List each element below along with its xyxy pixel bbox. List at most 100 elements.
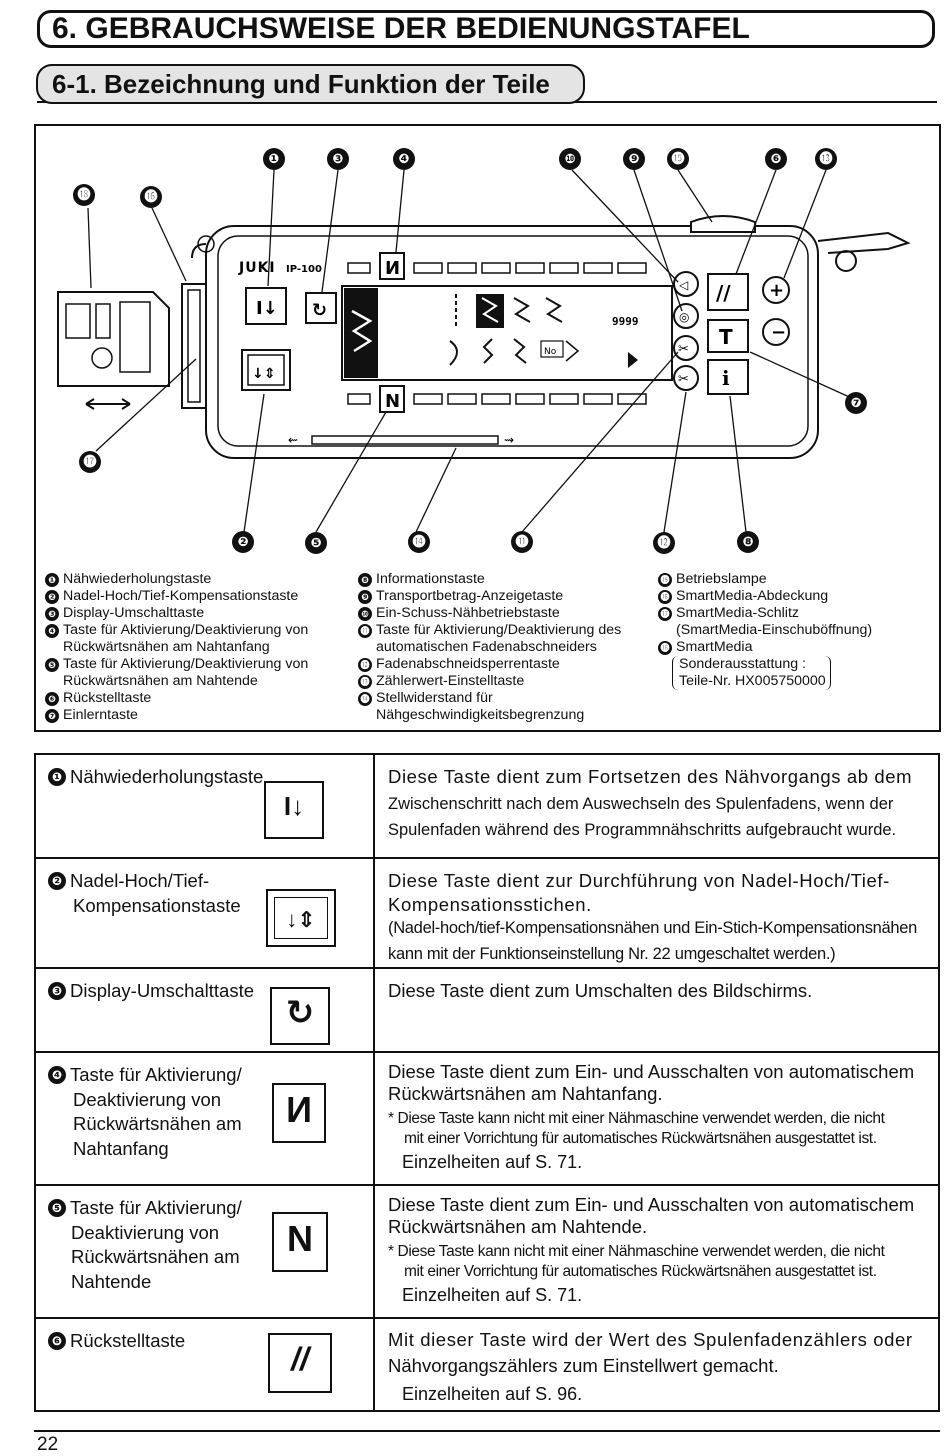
- svg-text:◎: ◎: [679, 310, 689, 324]
- row-main-text: Diese Taste dient zur Durchführung von N…: [388, 870, 890, 891]
- legend-item-cont: (SmartMedia-Einschuböffnung): [676, 622, 873, 638]
- screen-no-badge: No: [544, 347, 557, 357]
- row-page-ref: Einzelheiten auf S. 71.: [402, 1152, 583, 1172]
- callout-13: ⓭: [815, 148, 837, 170]
- svg-text:И: И: [385, 258, 400, 279]
- callout-14: ⓮: [408, 531, 430, 553]
- svg-text:i: i: [722, 366, 730, 390]
- callout-1: ❶: [263, 148, 285, 170]
- reverse-end-key-icon: N: [272, 1212, 328, 1272]
- resume-sewing-key-icon: I↓: [264, 781, 324, 839]
- legend-item-cont: automatischen Fadenabschneiders: [376, 639, 597, 655]
- callout-18: ⓲: [73, 184, 95, 206]
- row-note: mit einer Vorrichtung für automatisches …: [404, 1263, 877, 1280]
- legend-item-cont: Nähgeschwindigkeitsbegrenzung: [376, 707, 585, 723]
- svg-text:◁: ◁: [678, 278, 688, 292]
- svg-text:✂: ✂: [678, 372, 689, 387]
- page-number: 22: [37, 1434, 59, 1455]
- row-main-text: Nähvorgangszählers zum Einstellwert gema…: [388, 1355, 779, 1376]
- svg-text:T: T: [719, 325, 733, 349]
- row-main-text: Diese Taste dient zum Ein- und Ausschalt…: [388, 1061, 915, 1082]
- option-note: Sonderausstattung :: [679, 656, 806, 672]
- display-switch-key-icon: ↻: [270, 987, 330, 1045]
- row-page-ref: Einzelheiten auf S. 71.: [402, 1285, 583, 1305]
- reverse-start-key-icon: И: [272, 1083, 326, 1143]
- row-main-text: Kompensationsstichen.: [388, 894, 592, 915]
- callout-10: ❿: [559, 148, 581, 170]
- row-main-text: Diese Taste dient zum Ein- und Ausschalt…: [388, 1194, 915, 1215]
- svg-text:✂: ✂: [678, 342, 689, 357]
- row-main-text: Diese Taste dient zum Umschalten des Bil…: [388, 980, 813, 1001]
- chapter-title: 6. GEBRAUCHSWEISE DER BEDIENUNGSTAFEL: [37, 10, 935, 48]
- svg-text:+: +: [769, 280, 784, 301]
- row-note: * Diese Taste kann nicht mit einer Nähma…: [388, 1243, 885, 1260]
- screen-counter: 9999: [612, 315, 639, 328]
- svg-text:⇜: ⇜: [288, 433, 298, 447]
- callout-11: ⓫: [511, 531, 533, 553]
- callout-3: ❸: [327, 148, 349, 170]
- row-main-text: Rückwärtsnähen am Nahtende.: [388, 1216, 648, 1237]
- callout-7: ❼: [845, 392, 867, 414]
- legend-item-cont: Rückwärtsnähen am Nahtanfang: [63, 639, 270, 655]
- legend-item-cont: Rückwärtsnähen am Nahtende: [63, 673, 258, 689]
- callout-2: ❷: [232, 531, 254, 553]
- callout-6: ❻: [765, 148, 787, 170]
- panel-brand: JUKI: [238, 260, 276, 276]
- svg-text://: //: [716, 281, 731, 305]
- row-main-text: Mit dieser Taste wird der Wert des Spule…: [388, 1329, 913, 1350]
- row-main-text: Rückwärtsnähen am Nahtanfang.: [388, 1083, 663, 1104]
- panel-figure: JUKI IP-100 И N I↓ ↓⇕ ↻: [34, 124, 941, 732]
- svg-text:↻: ↻: [312, 300, 327, 321]
- callout-4: ❹: [393, 148, 415, 170]
- row-note: mit einer Vorrichtung für automatisches …: [404, 1130, 877, 1147]
- callout-16: ⓰: [140, 186, 162, 208]
- row-page-ref: Einzelheiten auf S. 96.: [402, 1384, 583, 1404]
- svg-text:I↓: I↓: [256, 298, 278, 319]
- callout-17: ⓱: [79, 451, 101, 473]
- svg-text:⇝: ⇝: [504, 433, 514, 447]
- row-sub-text: kann mit der Funktionseinstellung Nr. 22…: [388, 945, 836, 963]
- row-sub-text: (Nadel-hoch/tief-Kompensationsnähen und …: [388, 919, 918, 937]
- reset-key-icon: //: [268, 1333, 332, 1393]
- svg-text:N: N: [385, 391, 400, 412]
- section-title: 6-1. Bezeichnung und Funktion der Teile: [36, 64, 585, 104]
- row-sub-text: Zwischenschritt nach dem Auswechseln des…: [388, 795, 894, 813]
- row-main-text: Diese Taste dient zum Fortsetzen des Näh…: [388, 766, 913, 787]
- callout-8: ❽: [737, 531, 759, 553]
- callout-9: ❾: [623, 148, 645, 170]
- row-note: * Diese Taste kann nicht mit einer Nähma…: [388, 1110, 885, 1127]
- needle-compensation-key-icon: ↓⇕: [266, 889, 336, 947]
- option-part-no: Teile-Nr. HX005750000: [679, 673, 826, 689]
